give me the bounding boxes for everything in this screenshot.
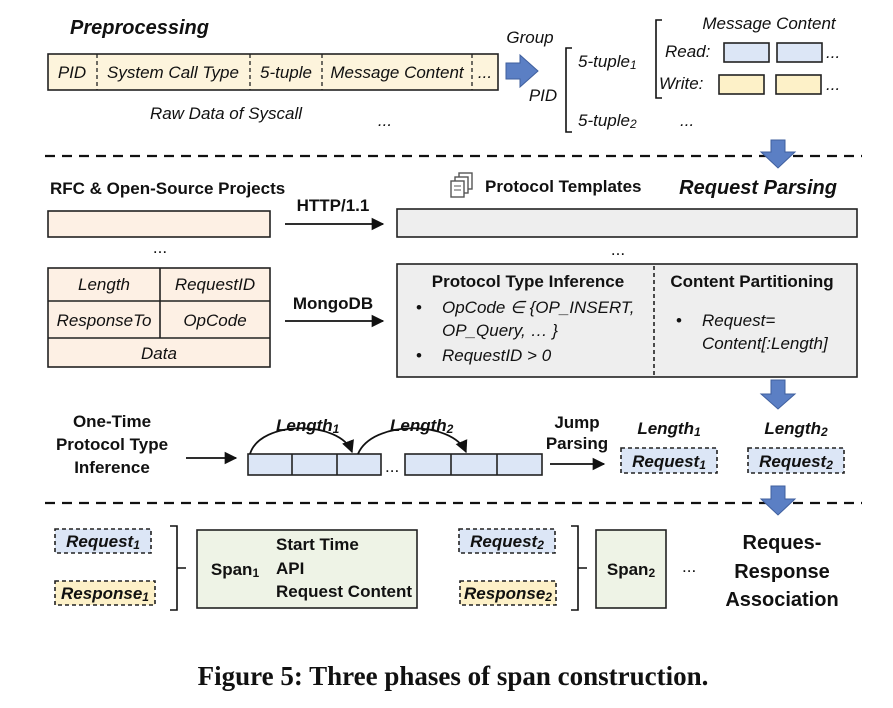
field-request-id: RequestID xyxy=(175,275,255,294)
partition-title: Content Partitioning xyxy=(670,272,833,291)
span1-bracket xyxy=(170,525,186,611)
length1-label: Length1 xyxy=(276,416,340,436)
association-title-line: Response xyxy=(734,561,830,583)
field-length: Length xyxy=(78,275,130,294)
preprocessing-title: Preprocessing xyxy=(70,17,209,39)
assoc-response2-label: Response2 xyxy=(464,584,552,604)
parsed-request1-box xyxy=(620,447,718,474)
write-chunk xyxy=(775,74,822,95)
field-data: Data xyxy=(141,344,177,363)
span-more: ... xyxy=(682,557,696,576)
bullet: • xyxy=(676,311,682,330)
raw-data-label: Raw Data of Syscall xyxy=(150,104,303,123)
mongodb-template-box: Protocol Type Inference • OpCode ∈ {OP_I… xyxy=(396,263,858,378)
inference-opcode-line1: OpCode ∈ {OP_INSERT, xyxy=(442,298,634,317)
parsed-request1-label: Request1 xyxy=(632,452,706,472)
association-title-line: Reques- xyxy=(743,532,822,554)
request2-length-label: Length2 xyxy=(764,419,828,439)
read-chunk xyxy=(776,42,823,63)
field-opcode: OpCode xyxy=(183,311,246,330)
bullet: • xyxy=(416,346,422,365)
onetime-label-line: Inference xyxy=(74,458,150,477)
pid-label: PID xyxy=(529,86,557,105)
span-field-start-time: Start Time xyxy=(276,535,359,554)
onetime-label-line: Protocol Type xyxy=(56,435,168,454)
span1-box xyxy=(196,529,418,609)
assoc-request1-box xyxy=(54,528,152,554)
request1-length-label: Length1 xyxy=(637,419,701,439)
block-arrow-right-icon xyxy=(505,53,539,89)
tuple-more: ... xyxy=(680,111,694,130)
stream-more: ... xyxy=(385,457,399,476)
write-more: ... xyxy=(826,75,840,94)
span2-label: Span2 xyxy=(607,560,656,580)
mongodb-header-layout: Length RequestID ResponseTo OpCode Data xyxy=(47,267,271,368)
raw-syscall-record: PID System Call Type 5-tuple Message Con… xyxy=(47,53,499,91)
length2-jump-arc xyxy=(357,427,468,455)
length1-jump-arc xyxy=(249,427,354,455)
partition-line2: Content[:Length] xyxy=(702,334,829,353)
http-label: HTTP/1.1 xyxy=(297,196,370,215)
tuple1-label: 5-tuple1 xyxy=(578,52,637,72)
parsed-request2-label: Request2 xyxy=(759,452,833,472)
jump-parsing-label-line: Jump xyxy=(554,413,599,432)
rfc-more: ... xyxy=(153,238,167,257)
association-title-line: Association xyxy=(725,589,838,611)
jump-parsing-label-line: Parsing xyxy=(546,434,608,453)
inference-title: Protocol Type Inference xyxy=(432,272,624,291)
raw-field-more: ... xyxy=(478,63,492,82)
span-field-request-content: Request Content xyxy=(276,582,412,601)
templates-label: Protocol Templates xyxy=(485,177,642,196)
block-arrow-down-icon xyxy=(759,139,797,169)
parsed-request2-box xyxy=(747,447,845,474)
segmented-byte-stream: ... xyxy=(247,453,543,476)
block-arrow-down-icon xyxy=(759,379,797,410)
rfc-label: RFC & Open-Source Projects xyxy=(50,179,285,198)
raw-field-5-tuple: 5-tuple xyxy=(260,63,312,82)
message-content-label: Message Content xyxy=(702,14,837,33)
onetime-label-line: One-Time xyxy=(73,412,151,431)
partition-line1: Request= xyxy=(702,311,775,330)
span2-bracket xyxy=(571,525,587,611)
raw-field-syscall-type: System Call Type xyxy=(107,63,239,82)
pid-brace xyxy=(565,47,572,133)
assoc-response1-label: Response1 xyxy=(61,584,149,604)
raw-data-more: ... xyxy=(378,111,392,130)
group-label: Group xyxy=(506,28,553,47)
read-chunk xyxy=(723,42,770,63)
request-parsing-title: Request Parsing xyxy=(679,177,837,199)
raw-field-pid: PID xyxy=(58,63,86,82)
figure-caption: Figure 5: Three phases of span construct… xyxy=(198,661,709,691)
assoc-request2-box xyxy=(458,528,556,554)
tuple1-brace xyxy=(655,19,662,99)
field-response-to: ResponseTo xyxy=(57,311,152,330)
read-label: Read: xyxy=(665,42,711,61)
assoc-request2-label: Request2 xyxy=(470,532,544,552)
assoc-response1-box xyxy=(54,580,156,606)
mongodb-label: MongoDB xyxy=(293,294,373,313)
http-template-box xyxy=(396,208,858,238)
span2-box xyxy=(595,529,667,609)
template-more: ... xyxy=(611,240,625,259)
inference-opcode-line2: OP_Query, … } xyxy=(442,321,558,340)
read-more: ... xyxy=(826,43,840,62)
span-field-api: API xyxy=(276,559,304,578)
document-stack-icon xyxy=(450,172,473,198)
assoc-response2-box xyxy=(459,580,557,606)
http-spec-box xyxy=(47,210,271,238)
length2-label: Length2 xyxy=(390,416,454,436)
span1-label: Span1 xyxy=(211,560,260,580)
tuple2-label: 5-tuple2 xyxy=(578,111,637,131)
bullet: • xyxy=(416,298,422,317)
write-label: Write: xyxy=(659,74,704,93)
assoc-request1-label: Request1 xyxy=(66,532,140,552)
block-arrow-down-icon xyxy=(759,485,797,516)
raw-field-message-content: Message Content xyxy=(330,63,465,82)
inference-request-id: RequestID > 0 xyxy=(442,346,552,365)
write-chunk xyxy=(718,74,765,95)
